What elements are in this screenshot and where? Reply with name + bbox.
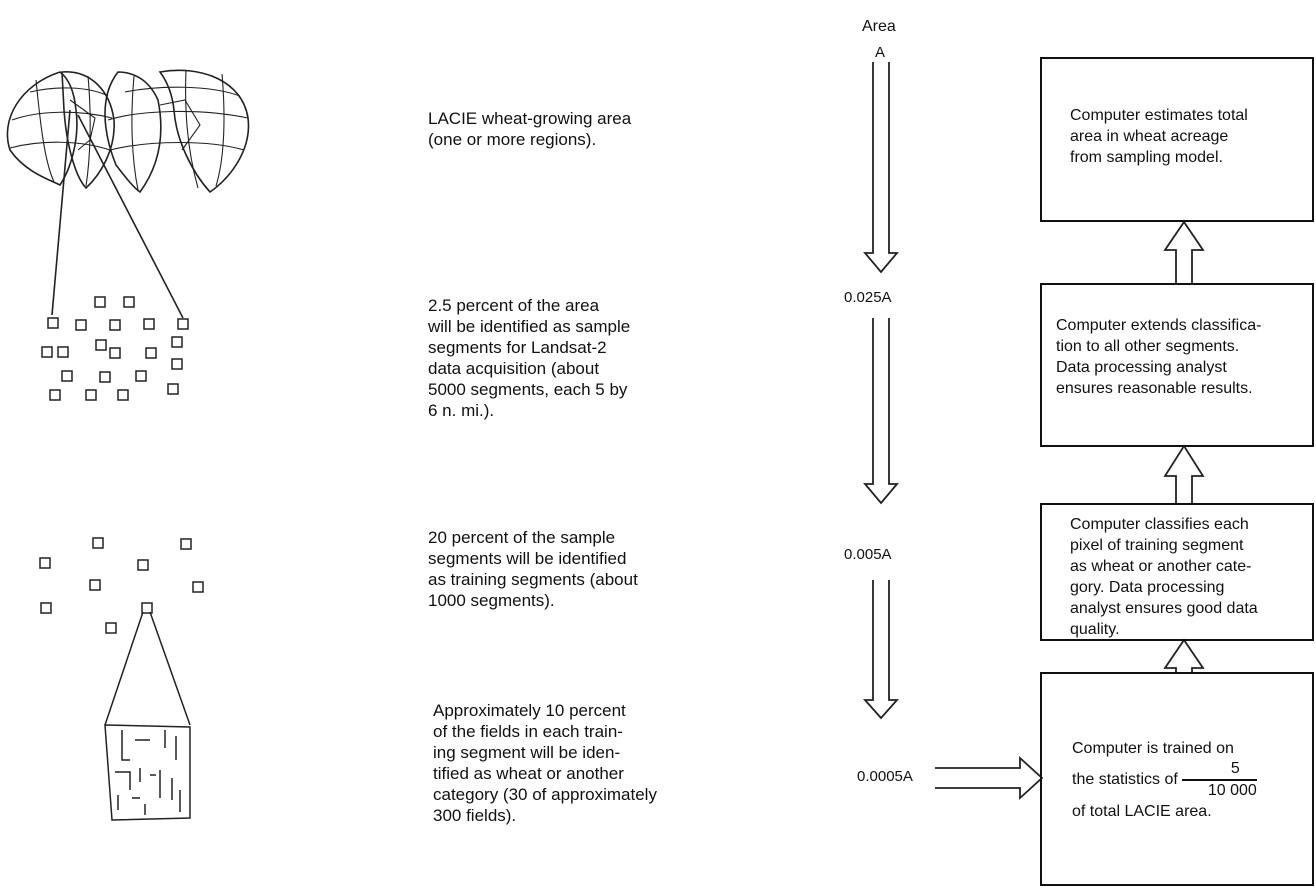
arrow-down-3 — [862, 580, 900, 720]
trained-text-suffix: of total LACIE area. — [1072, 803, 1212, 820]
scale-label-a: A — [875, 44, 886, 61]
fraction-denominator: 10 000 — [1207, 782, 1257, 799]
scale-label-00005a: 0.0005A — [857, 768, 913, 785]
box-extend-classification: Computer extends classifica- tion to all… — [1040, 283, 1314, 447]
training-segment-fields-icon — [104, 611, 191, 821]
box-classify-pixels: Computer classifies each pixel of traini… — [1040, 503, 1314, 641]
description-sample-segments: 2.5 percent of the area will be identifi… — [428, 296, 631, 420]
scale-arrows — [862, 62, 900, 720]
arrow-down-1 — [863, 62, 899, 274]
arrow-up-2 — [1163, 444, 1205, 503]
description-wheat-area: LACIE wheat-growing area (one or more re… — [428, 109, 632, 149]
box-up-arrows — [1163, 220, 1205, 672]
arrow-up-3 — [1163, 638, 1205, 672]
training-segments-icon — [39, 537, 204, 634]
arrow-down-2 — [863, 318, 899, 505]
box-estimate-total: Computer estimates total area in wheat a… — [1040, 57, 1314, 222]
zoom-line-left — [51, 109, 71, 316]
scale-label-0025a: 0.025A — [844, 289, 892, 306]
scale-label-0005a: 0.005A — [844, 546, 892, 563]
arrow-right — [935, 755, 1044, 801]
fraction-numerator: 5 — [1181, 759, 1257, 781]
sample-segments-icon — [41, 296, 189, 401]
trained-text-prefix: Computer is trained on the statistics of — [1072, 740, 1234, 789]
globe-map-icon — [6, 69, 250, 194]
scale-header: Area — [862, 18, 896, 35]
description-training-segments: 20 percent of the sample segments will b… — [428, 528, 638, 610]
box-trained: Computer is trained on the statistics of… — [1040, 672, 1314, 886]
zoom-line-right — [77, 114, 184, 319]
arrow-up-1 — [1163, 220, 1205, 283]
description-fields: Approximately 10 percent of the fields i… — [433, 701, 657, 825]
